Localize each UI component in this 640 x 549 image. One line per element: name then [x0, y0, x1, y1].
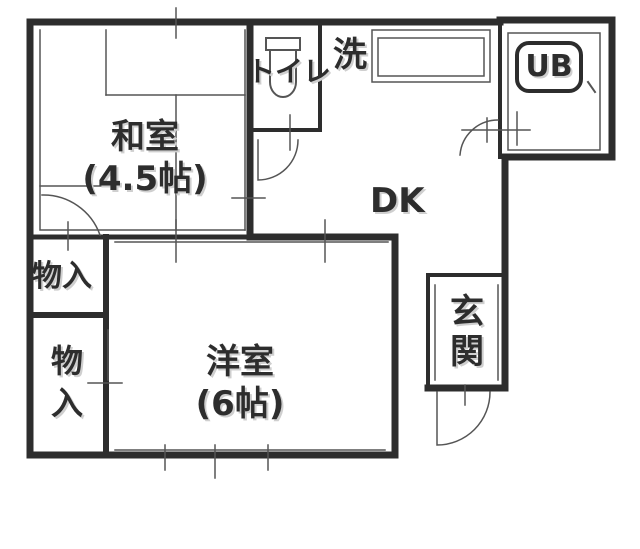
thin-details: [39, 29, 601, 451]
youshitsu-size: (6帖): [195, 384, 285, 424]
entrance-char-2: 関: [450, 332, 484, 372]
partitions: [248, 18, 507, 390]
youshitsu-label: 洋室 (6帖): [160, 345, 320, 421]
dk-label: DK: [370, 181, 425, 221]
entrance-label: 玄 関: [445, 295, 489, 369]
toilet-fixture: [265, 37, 301, 98]
shower-fixture: [586, 80, 597, 94]
storage-side-char-1: 物: [50, 342, 83, 380]
bath-unit: UB: [515, 41, 583, 93]
youshitsu-name: 洋室: [206, 342, 274, 382]
washroom-label: 洗: [333, 35, 367, 75]
washitsu-name: 和室: [111, 117, 179, 157]
tick-marks: [67, 7, 531, 479]
entrance-char-1: 玄: [450, 292, 484, 332]
toilet-label: トイレ: [247, 55, 332, 88]
washitsu-label: 和室 (4.5帖): [70, 120, 220, 196]
storage-side-label: 物 入: [45, 345, 89, 419]
bath-label: UB: [525, 49, 573, 84]
washitsu-size: (4.5帖): [82, 159, 208, 199]
storage-side-char-2: 入: [50, 384, 83, 422]
storage-top-label: 物入: [32, 259, 92, 294]
